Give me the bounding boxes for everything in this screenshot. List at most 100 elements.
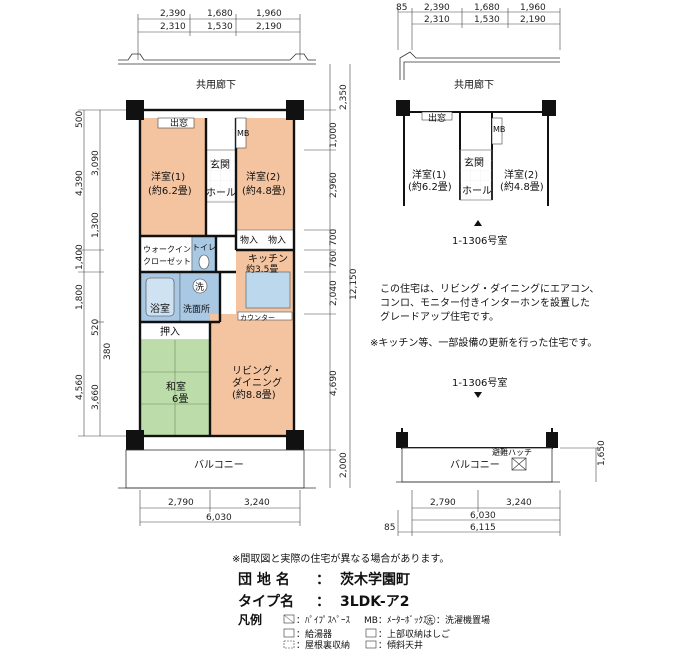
dim-left-outer-5: 4,560 [75, 374, 85, 400]
legend-pipe: ：ﾊﾟｲﾌﾟｽﾍﾟｰｽ [296, 615, 351, 626]
label-demado: 出窓 [170, 117, 188, 129]
v-dim-bottom-total2: 6,115 [470, 523, 496, 533]
label-genkan: 玄関 [210, 158, 230, 171]
v-caption-bottom: 1-1306号室 [452, 376, 507, 389]
v-dim-bottom-85: 85 [384, 523, 395, 533]
dim-right-4: 700 [329, 229, 339, 246]
dim-top-inner-3: 2,190 [256, 22, 282, 32]
note-line-2: コンロ、モニター付きインターホンを設置した [380, 296, 590, 309]
v-dim-bottom-total: 6,030 [470, 511, 496, 521]
legend-sloped: ：傾斜天井 [378, 639, 423, 650]
dim-left-outer-1: 500 [75, 111, 85, 128]
label-youshitsu2-size: (約4.8畳) [242, 184, 286, 197]
label-storage-1: 物入 [240, 234, 258, 246]
ladder-icon [365, 628, 377, 638]
dim-left-outer-2: 4,390 [75, 170, 85, 196]
toilet-fixture [198, 254, 210, 270]
dim-top-inner-2: 1,530 [207, 22, 233, 32]
bath-tub [145, 277, 175, 317]
v-dim-balcony: 1,650 [597, 440, 607, 466]
label-youshitsu1-size: (約6.2畳) [148, 184, 192, 197]
label-counter: カウンター [240, 313, 275, 322]
structural-columns [126, 100, 304, 450]
notes: この住宅は、リビング・ダイニングにエアコン、 コンロ、モニター付きインターホンを… [370, 282, 599, 349]
legend-label: 凡例 [238, 612, 262, 627]
washer-place-icon [192, 278, 208, 294]
v-dim-top-inner-1: 2,310 [424, 15, 450, 25]
v-label-genkan: 玄関 [464, 156, 484, 169]
dim-right-5: 760 [329, 251, 339, 268]
caption-up-arrow [474, 220, 482, 226]
dim-bottom-2: 3,240 [244, 498, 270, 508]
dim-right-3: 2,960 [329, 172, 339, 198]
dim-right-1: 2,350 [339, 84, 349, 110]
name-label: 団 地 名 [238, 571, 290, 588]
label-walkin: ウォークイン [143, 245, 191, 254]
legend-heater: ：給湯器 [296, 628, 332, 640]
type-value: 3LDK-ア2 [340, 594, 409, 610]
label-washitsu-size: 6畳 [172, 393, 188, 405]
v-dim-top-2: 1,680 [474, 3, 500, 13]
label-toilet: トイレ [192, 243, 216, 252]
v-balcony-label: バルコニー [450, 459, 500, 471]
v-caption-top: 1-1306号室 [452, 234, 507, 247]
dim-right-2: 1,000 [329, 122, 339, 148]
label-youshitsu2: 洋室(2) [246, 170, 280, 183]
label-kitchen: キッチン [248, 253, 288, 265]
dim-left-inner-3: 520 [91, 319, 101, 336]
label-closet: クローゼット [143, 256, 191, 266]
washer-legend-icon [424, 614, 436, 626]
dim-right-7: 4,690 [329, 370, 339, 396]
label-oshiire: 押入 [160, 325, 180, 338]
type-colon: ： [316, 594, 330, 610]
washer-mark: 洗 [195, 281, 204, 293]
left-dimensions [78, 109, 126, 437]
room-living [210, 314, 294, 436]
disclaimer: ※間取図と実際の住宅が異なる場合があります。 [232, 552, 449, 565]
dim-right-total: 12,150 [349, 268, 359, 300]
label-washitsu: 和室 [166, 380, 186, 393]
water-heater-icon [283, 628, 295, 638]
dim-left-outer-3: 1,400 [75, 244, 85, 270]
dim-top-inner-1: 2,310 [160, 22, 186, 32]
right-dimensions [304, 64, 351, 488]
dim-top-outer-1: 2,390 [160, 9, 186, 19]
main-floor-plan: 2,390 1,680 1,960 2,310 1,530 2,190 共用廊下 [75, 9, 359, 526]
label-living-1: リビング・ [232, 364, 282, 377]
type-label: タイプ名 [238, 593, 294, 610]
sloped-ceiling-icon [365, 640, 377, 649]
v-label-room1: 洋室(1) [412, 168, 446, 181]
v-dim-top-inner-2: 1,530 [474, 15, 500, 25]
dim-right-6: 2,040 [329, 280, 339, 306]
note-line-4: ※キッチン等、一部設備の更新を行った住宅です。 [370, 336, 597, 349]
attic-storage-icon [283, 640, 295, 649]
meter-box [235, 117, 247, 149]
legend-wash: ：洗濯機置場 [436, 614, 490, 626]
dim-bottom-1: 2,790 [168, 498, 194, 508]
dim-top-outer-3: 1,960 [256, 9, 282, 19]
v-dim-bottom-2: 3,240 [506, 498, 532, 508]
label-washroom: 洗面所 [183, 303, 210, 315]
bottom-dimensions [139, 490, 301, 526]
v-label-hatch: 避難ハッチ [492, 447, 532, 457]
legend-mb: MB：ﾒｰﾀｰﾎﾞｯｸｽ [364, 615, 428, 626]
kitchen-counter [245, 271, 291, 309]
label-kitchen-size: 約3.5畳 [246, 263, 278, 275]
v-label-hall: ホール [462, 185, 492, 197]
v-dim-bottom-1: 2,790 [430, 498, 456, 508]
v-label-room1-size: (約6.2畳) [408, 180, 452, 193]
dim-right-8: 2,000 [339, 452, 349, 478]
dim-left-inner-5: 3,660 [91, 384, 101, 410]
dim-left-inner-4: 380 [103, 343, 113, 360]
legend-ladder: ：上部収納はしご [378, 628, 450, 640]
note-line-1: この住宅は、リビング・ダイニングにエアコン、 [380, 282, 599, 295]
v-label-room2-size: (約4.8畳) [500, 180, 544, 193]
tatami-lines [140, 340, 210, 436]
dim-left-outer-4: 1,800 [75, 284, 85, 310]
room-entrance [205, 149, 237, 203]
dim-bottom-total: 6,030 [206, 513, 232, 523]
label-mb: MB [237, 129, 249, 138]
v-dim-top-1: 2,390 [424, 3, 450, 13]
label-bath: 浴室 [150, 302, 170, 315]
balcony-label: バルコニー [194, 459, 244, 471]
